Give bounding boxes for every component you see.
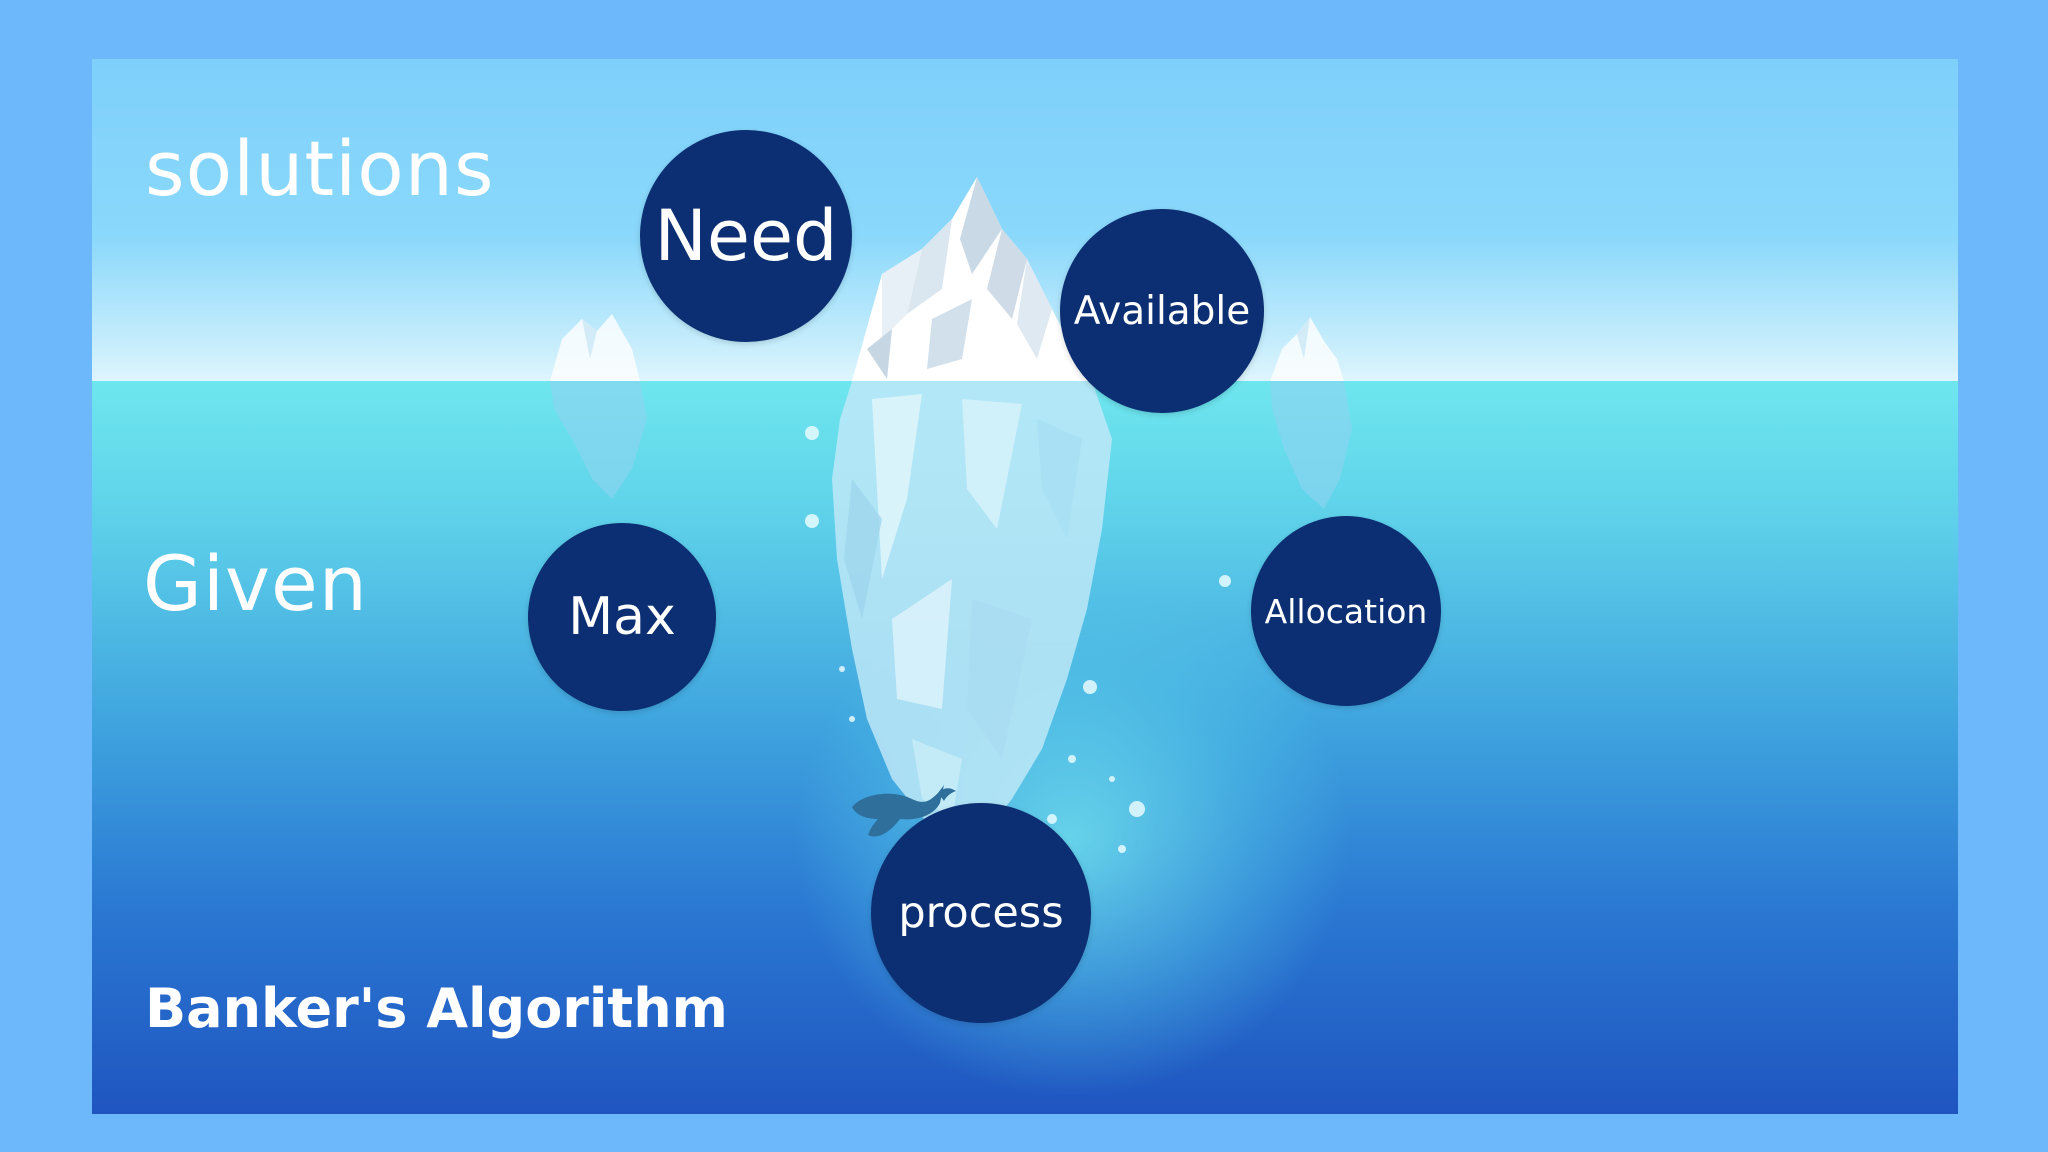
whale-icon: [852, 785, 956, 837]
max-node[interactable]: Max: [528, 523, 716, 711]
need-node-label: Need: [654, 195, 838, 277]
small-iceberg-left: [550, 314, 647, 499]
process-node[interactable]: process: [871, 803, 1091, 1023]
main-iceberg-underwater: [832, 381, 1112, 849]
allocation-node-label: Allocation: [1264, 591, 1428, 631]
bubbles: [805, 426, 1231, 853]
slide-title: Banker's Algorithm: [145, 977, 728, 1040]
max-node-label: Max: [568, 587, 676, 647]
need-node[interactable]: Need: [640, 130, 852, 342]
slide-canvas: solutions Given Need Available Max Alloc…: [92, 59, 1958, 1114]
main-iceberg-tip: [852, 177, 1092, 381]
given-label: Given: [143, 539, 368, 628]
allocation-node[interactable]: Allocation: [1251, 516, 1441, 706]
iceberg-illustration: [550, 177, 1352, 853]
solutions-label: solutions: [145, 124, 495, 213]
process-node-label: process: [898, 888, 1064, 938]
small-iceberg-right: [1270, 317, 1352, 509]
available-node-label: Available: [1073, 288, 1251, 334]
available-node[interactable]: Available: [1060, 209, 1264, 413]
